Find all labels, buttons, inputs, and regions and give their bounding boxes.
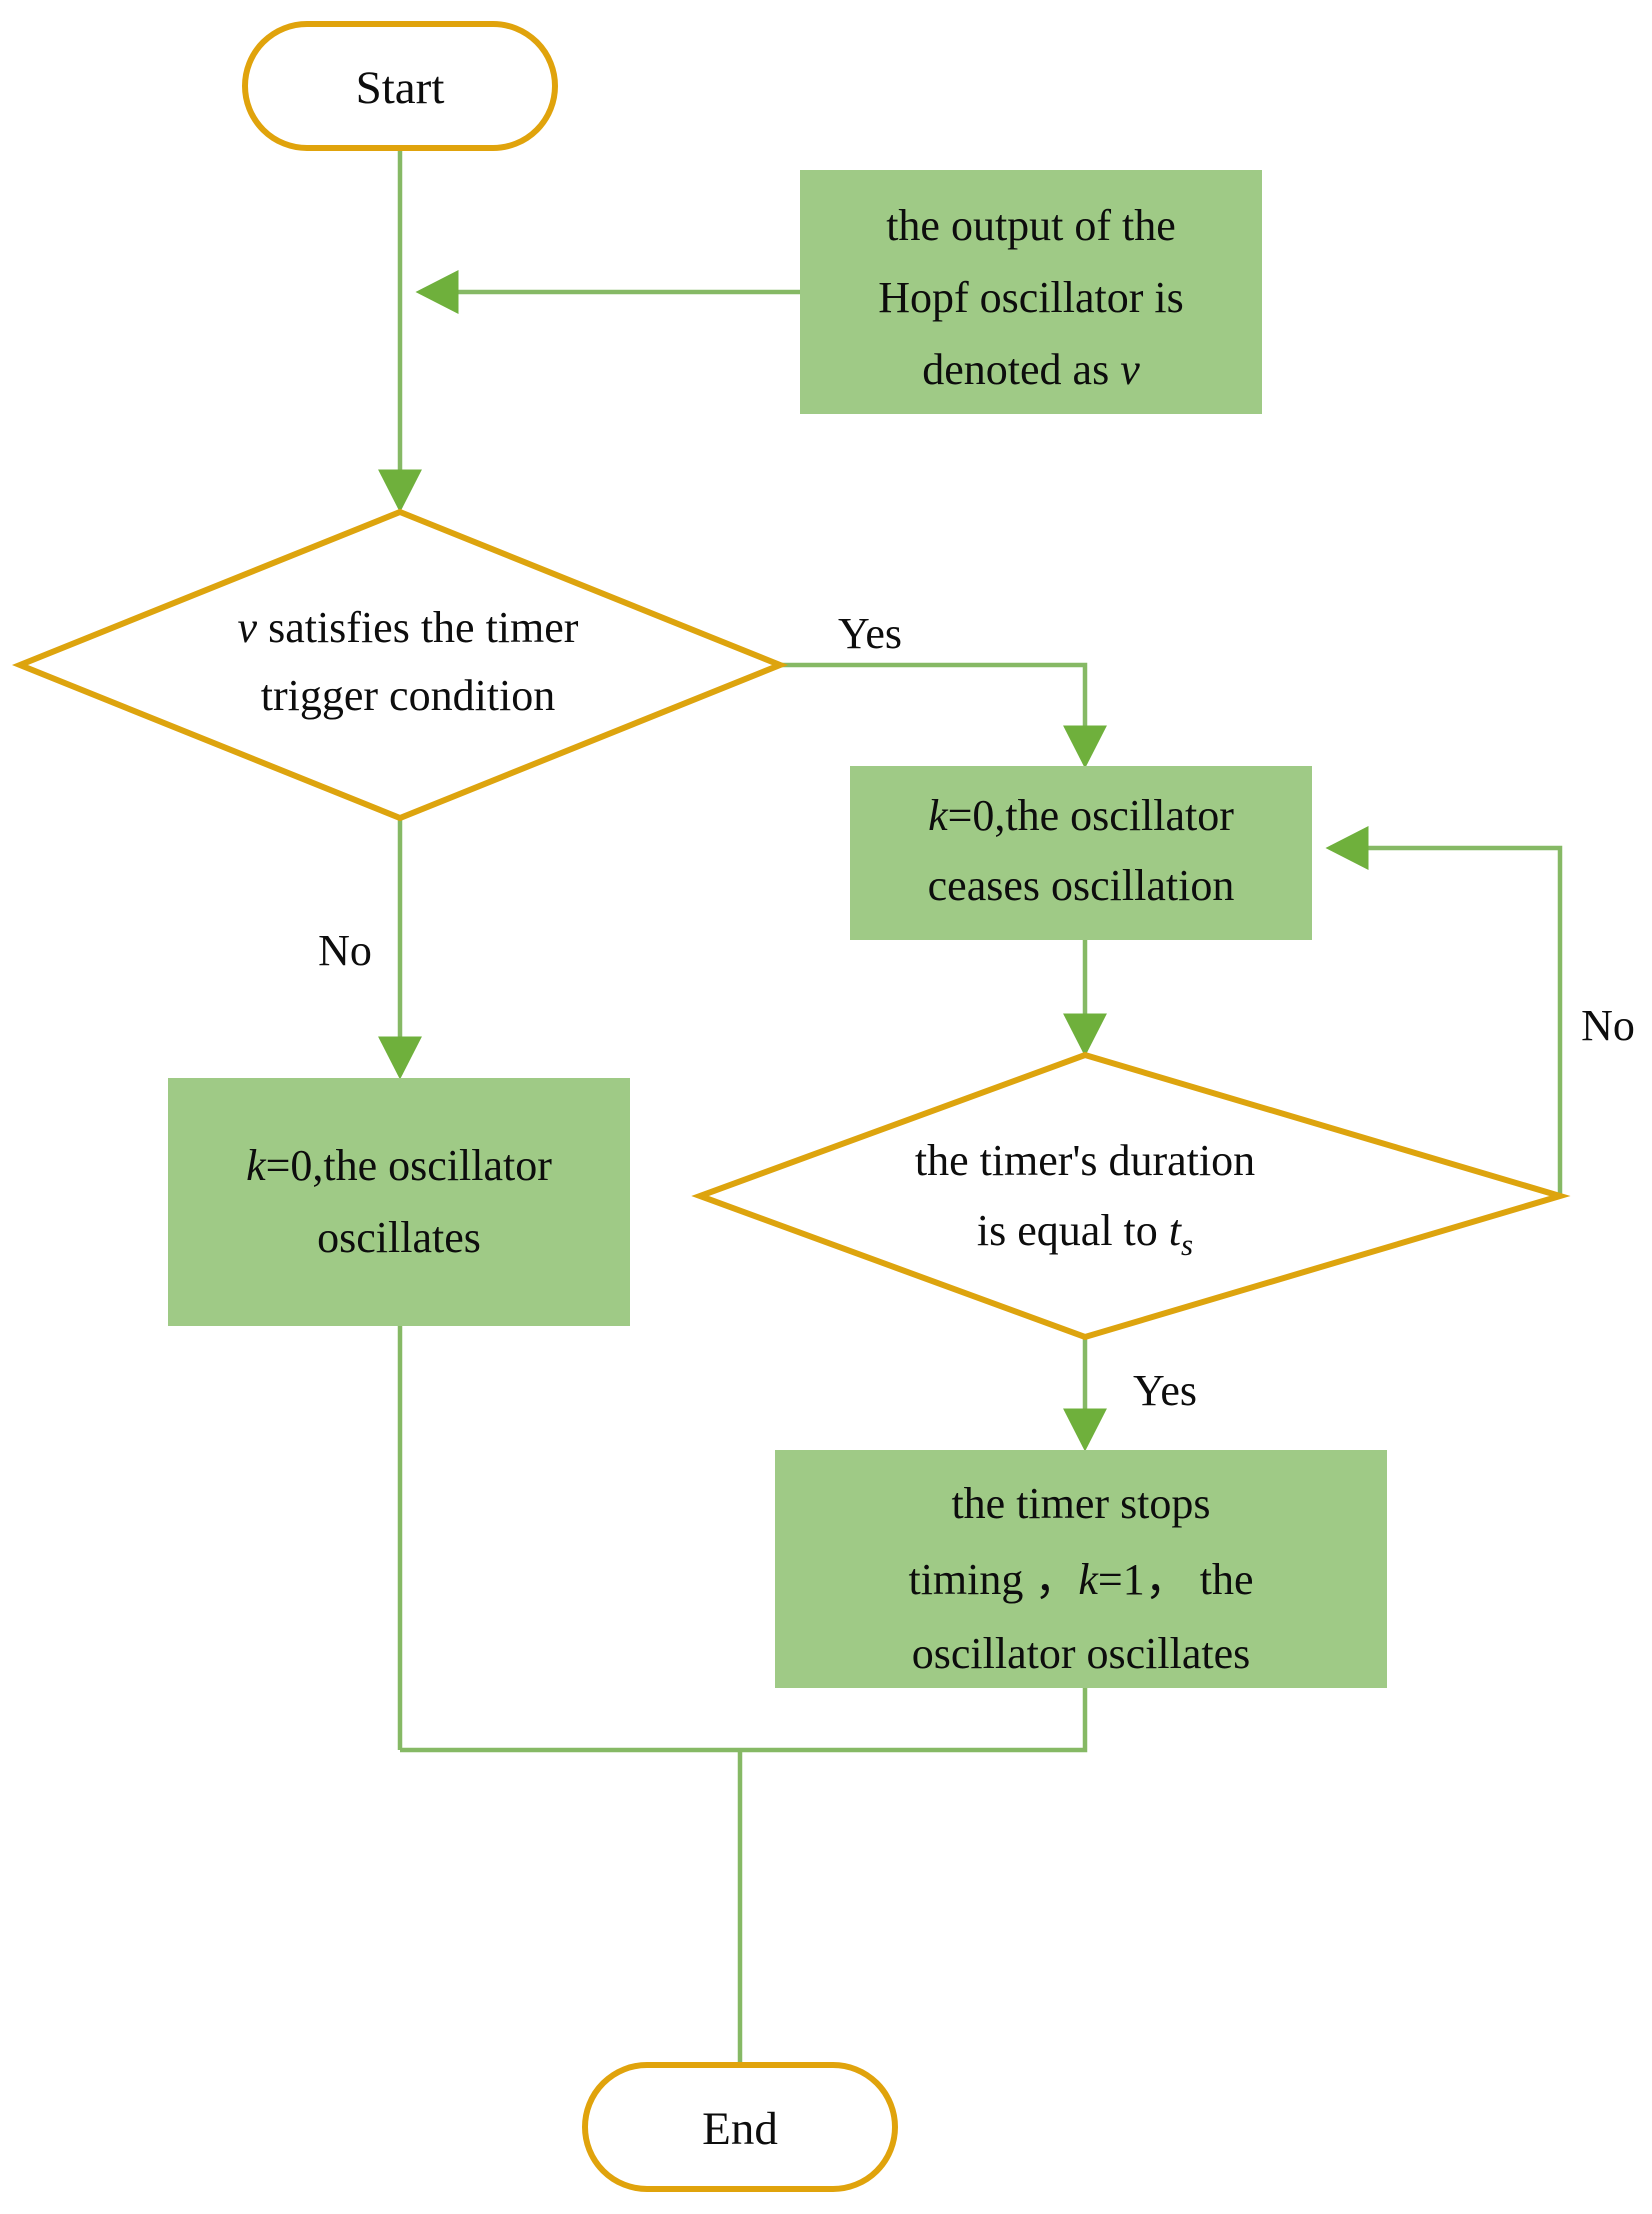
edge-label-trigger-no: No bbox=[318, 926, 372, 975]
decision-duration-line1: the timer's duration bbox=[915, 1136, 1255, 1185]
start-label: Start bbox=[356, 62, 445, 114]
node-end[interactable]: End bbox=[582, 2062, 898, 2192]
edge-label-trigger-yes: Yes bbox=[838, 609, 902, 658]
proc-stops-shape bbox=[775, 1450, 1387, 1688]
decision-trigger-line2: trigger condition bbox=[261, 671, 556, 720]
decision-trigger-variable-v: v bbox=[238, 603, 258, 652]
edge-group bbox=[377, 148, 1563, 2062]
proc-stops-line2-pre: timing ， bbox=[908, 1555, 1078, 1604]
node-start[interactable]: Start bbox=[242, 21, 558, 151]
note-output-line3: denoted as v bbox=[922, 345, 1140, 394]
node-note-output[interactable]: the output of the Hopf oscillator is den… bbox=[800, 170, 1262, 414]
decision-duration-subscript-s: s bbox=[1181, 1227, 1193, 1262]
proc-ceases-variable-k: k bbox=[928, 791, 949, 840]
proc-stops-line2: timing ，k=1， the bbox=[908, 1555, 1253, 1604]
start-shape bbox=[242, 21, 558, 151]
proc-oscillates-shape bbox=[168, 1078, 630, 1326]
decision-duration-variable-t: t bbox=[1169, 1206, 1183, 1255]
node-decision-trigger[interactable]: v satisfies the timer trigger condition bbox=[11, 508, 789, 822]
proc-ceases-line2: ceases oscillation bbox=[928, 861, 1235, 910]
note-output-line2: Hopf oscillator is bbox=[878, 273, 1184, 322]
proc-stops-variable-k: k bbox=[1078, 1555, 1099, 1604]
node-proc-oscillates[interactable]: k=0,the oscillator oscillates bbox=[168, 1078, 630, 1326]
proc-oscillates-line1-rest: =0,the oscillator bbox=[266, 1141, 553, 1190]
proc-stops-line3: oscillator oscillates bbox=[912, 1629, 1250, 1678]
note-output-line3-text: denoted as bbox=[922, 345, 1120, 394]
node-proc-stops[interactable]: the timer stops timing ，k=1， the oscilla… bbox=[775, 1450, 1387, 1688]
proc-ceases-line1: k=0,the oscillator bbox=[928, 791, 1234, 840]
edge-stops-to-merge bbox=[400, 1688, 1088, 1753]
decision-duration-line2-pre: is equal to bbox=[977, 1206, 1169, 1255]
decision-trigger-shape bbox=[11, 508, 789, 822]
note-output-line1: the output of the bbox=[886, 201, 1176, 250]
decision-duration-shape bbox=[691, 1051, 1571, 1341]
edge-label-duration-yes: Yes bbox=[1133, 1366, 1197, 1415]
proc-stops-line1: the timer stops bbox=[951, 1479, 1210, 1528]
note-output-shape bbox=[800, 170, 1262, 414]
proc-oscillates-variable-k: k bbox=[246, 1141, 267, 1190]
proc-ceases-line1-rest: =0,the oscillator bbox=[948, 791, 1235, 840]
proc-ceases-shape bbox=[850, 766, 1312, 940]
proc-stops-line2-post: =1， the bbox=[1098, 1555, 1254, 1604]
decision-trigger-line1-rest: satisfies the timer bbox=[257, 603, 579, 652]
node-decision-duration[interactable]: the timer's duration is equal to ts bbox=[691, 1051, 1571, 1341]
edge-trigger-yes-to-ceases bbox=[780, 662, 1108, 769]
decision-duration-line2: is equal to ts bbox=[977, 1206, 1193, 1262]
edge-label-duration-no: No bbox=[1581, 1001, 1635, 1050]
end-label: End bbox=[702, 2103, 778, 2155]
proc-oscillates-line2: oscillates bbox=[317, 1213, 481, 1262]
note-output-variable-v: v bbox=[1120, 345, 1140, 394]
node-proc-ceases[interactable]: k=0,the oscillator ceases oscillation bbox=[850, 766, 1312, 940]
edge-duration-no-feedback bbox=[1325, 825, 1563, 1196]
end-shape bbox=[582, 2062, 898, 2192]
proc-oscillates-line1: k=0,the oscillator bbox=[246, 1141, 552, 1190]
decision-trigger-line1: v satisfies the timer bbox=[238, 603, 579, 652]
